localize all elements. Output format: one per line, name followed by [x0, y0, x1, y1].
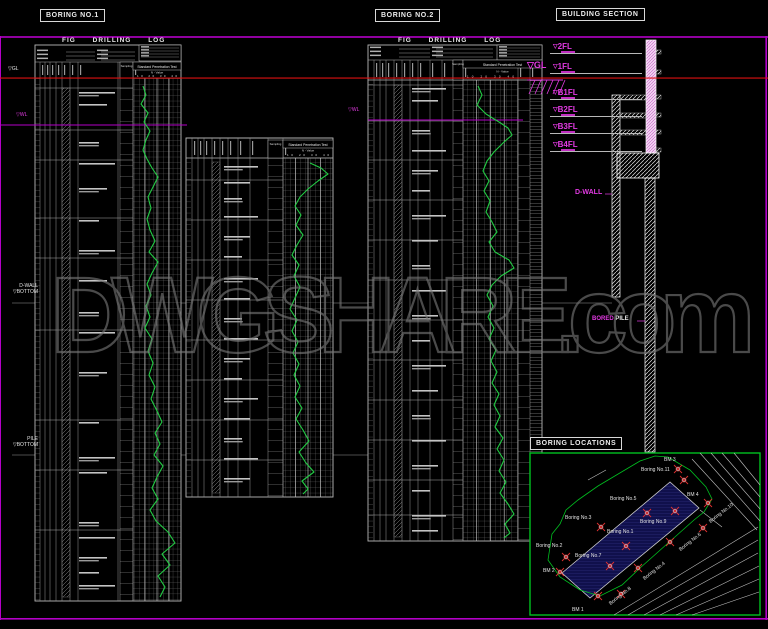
spt-nvalue: N - Value — [151, 71, 164, 75]
spt-curve-mid — [289, 162, 329, 495]
spt-title: Standard Penetration Test — [483, 63, 522, 67]
spt-title: Standard Penetration Test — [288, 143, 327, 147]
spt-title: Standard Penetration Test — [137, 65, 176, 69]
spt-nvalue: N - Value — [496, 70, 509, 74]
spt-scale: 10 20 30 40 — [137, 74, 177, 78]
boring-marker — [561, 552, 571, 562]
ground-level-line — [0, 77, 768, 79]
boring-marker — [555, 567, 565, 577]
sampling-header: Sampling — [121, 64, 133, 68]
boring-marker — [642, 508, 652, 518]
boring-marker — [698, 523, 708, 533]
site-plan — [529, 452, 761, 616]
boring-marker — [665, 537, 675, 547]
spt-scale: 10 20 30 40 — [467, 75, 514, 79]
building-section — [527, 39, 662, 453]
sheet-lines — [0, 36, 768, 620]
boring-marker — [593, 591, 603, 601]
boring-marker — [596, 522, 606, 532]
ground-hatch-icon — [527, 79, 566, 95]
sampling-header: Sampling — [270, 142, 282, 146]
sampling-header: Sampling — [452, 62, 464, 66]
boring-marker — [703, 498, 713, 508]
boring-marker — [616, 589, 626, 599]
boring-marker — [679, 475, 689, 485]
boring-marker — [670, 506, 680, 516]
boring-marker — [605, 561, 615, 571]
boring-marker — [673, 464, 683, 474]
spt-curve-log1 — [140, 85, 176, 598]
spt-nvalue: N - Value — [302, 149, 315, 153]
boring-marker — [621, 541, 631, 551]
spt-curve-log2 — [476, 85, 515, 539]
spt-scale: 10 20 30 40 — [287, 153, 329, 157]
boring-marker — [633, 563, 643, 573]
